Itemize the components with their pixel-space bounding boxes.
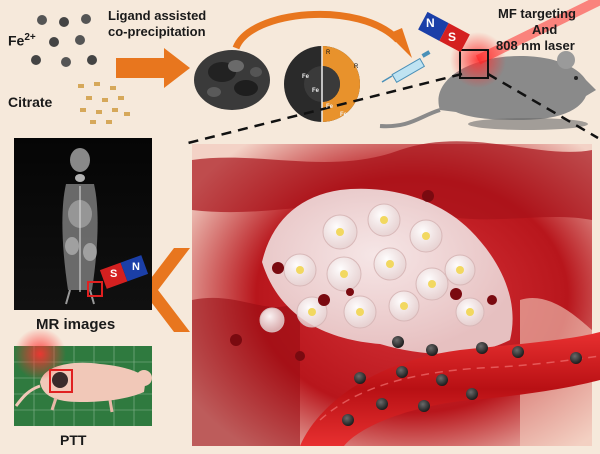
zoom-line-left <box>183 72 463 146</box>
citrate-label: Citrate <box>8 94 53 110</box>
ptt-laser-glow <box>14 328 66 380</box>
particle-atom-fe-3: Fe <box>326 104 334 110</box>
blood-vessel <box>300 332 600 446</box>
particle-atom-fe-2: Fe <box>312 88 320 94</box>
fe-ion-label: Fe2+ <box>8 32 36 49</box>
vessel-nanoparticles <box>342 336 582 426</box>
ligand-atom-r1: R <box>326 50 331 56</box>
particle-atom-fe-1: Fe <box>302 74 310 80</box>
particle-sphere <box>284 46 360 122</box>
targeting-line1: MF targeting <box>498 6 576 21</box>
particle-atom-fe-4: Fe <box>340 112 348 118</box>
curved-arrow-head <box>388 28 412 58</box>
targeting-line3: 808 nm laser <box>496 38 575 53</box>
fe-ion-dots <box>31 14 97 67</box>
curved-arrow <box>232 10 401 50</box>
method-label-line1: Ligand assisted <box>108 8 207 23</box>
nanoparticle-cluster <box>194 50 270 110</box>
ligand-atom-r2: R <box>354 64 359 70</box>
magnet-top-s: S <box>448 30 457 44</box>
dark-red-cells <box>230 190 497 361</box>
fe-ion-symbol: Fe <box>8 32 25 49</box>
magnet-top-n: N <box>426 16 435 30</box>
method-label-line2: co-precipitation <box>108 24 206 39</box>
magnet-mr-s: S <box>110 268 118 280</box>
magnet-mr <box>99 255 149 289</box>
citrate-dots <box>78 82 130 124</box>
ptt-target-box <box>49 369 73 393</box>
magnet-mr-n: N <box>132 261 140 273</box>
mr-target-box <box>87 281 103 297</box>
ptt-label: PTT <box>60 432 87 448</box>
mr-images-label: MR images <box>36 316 116 333</box>
synthesis-arrow <box>116 48 190 88</box>
targeting-line2: And <box>532 22 558 37</box>
mr-image <box>14 138 152 310</box>
tumor-target-box <box>459 49 489 79</box>
magnet-top <box>418 11 470 53</box>
fe-ion-charge: 2+ <box>24 32 36 43</box>
laser-beam <box>475 0 600 65</box>
syringe-icon <box>381 50 431 84</box>
cell-nuclei <box>296 216 474 316</box>
zoom-line-right <box>487 72 599 140</box>
